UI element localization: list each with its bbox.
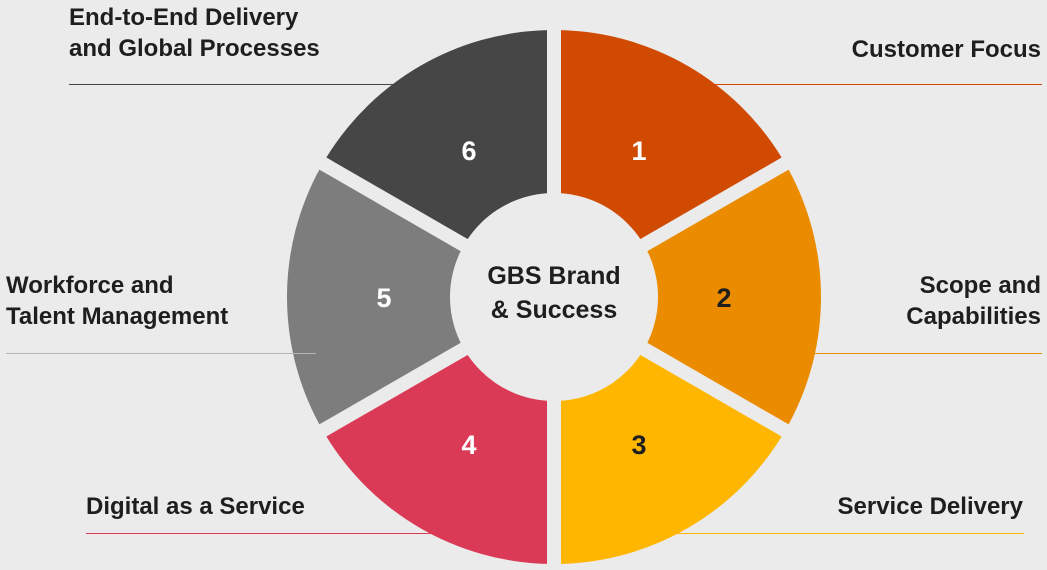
segment-number-3: 3 — [631, 430, 646, 460]
rule-service-delivery — [640, 533, 1024, 534]
rule-customer-focus — [690, 84, 1042, 85]
label-line: Service Delivery — [837, 493, 1023, 520]
rule-digital-as-a-service — [86, 533, 456, 534]
rule-workforce-and-talent-management — [6, 353, 316, 354]
wheel-segment-5 — [287, 169, 554, 425]
segment-number-5: 5 — [376, 283, 391, 313]
label-line: Customer Focus — [851, 36, 1041, 63]
segment-number-2: 2 — [716, 283, 731, 313]
label-end-to-end-delivery: End-to-End Delivery and Global Processes — [69, 2, 320, 64]
label-line: Digital as a Service — [86, 493, 305, 520]
label-service-delivery: Service Delivery — [838, 491, 1023, 522]
segment-number-4: 4 — [461, 430, 476, 460]
wheel-segment-2 — [554, 169, 821, 425]
center-label-line-2: & Success — [491, 296, 617, 324]
rule-end-to-end-delivery — [69, 84, 409, 85]
label-workforce-and-talent-management: Workforce and Talent Management — [6, 270, 228, 332]
label-line: and Global Processes — [69, 35, 320, 62]
label-digital-as-a-service: Digital as a Service — [86, 491, 305, 522]
label-line: End-to-End Delivery — [69, 4, 299, 31]
segment-number-1: 1 — [631, 136, 646, 166]
label-line: Talent Management — [6, 303, 229, 330]
center-disc — [450, 193, 658, 401]
label-scope-and-capabilities: Scope and Capabilities — [906, 270, 1041, 332]
label-line: Capabilities — [906, 303, 1041, 330]
label-customer-focus: Customer Focus — [852, 34, 1041, 65]
label-line: Workforce and — [6, 272, 174, 299]
label-line: Scope and — [919, 272, 1041, 299]
center-label-line-1: GBS Brand — [487, 262, 620, 290]
rule-scope-and-capabilities — [790, 353, 1042, 354]
segment-number-6: 6 — [461, 136, 476, 166]
